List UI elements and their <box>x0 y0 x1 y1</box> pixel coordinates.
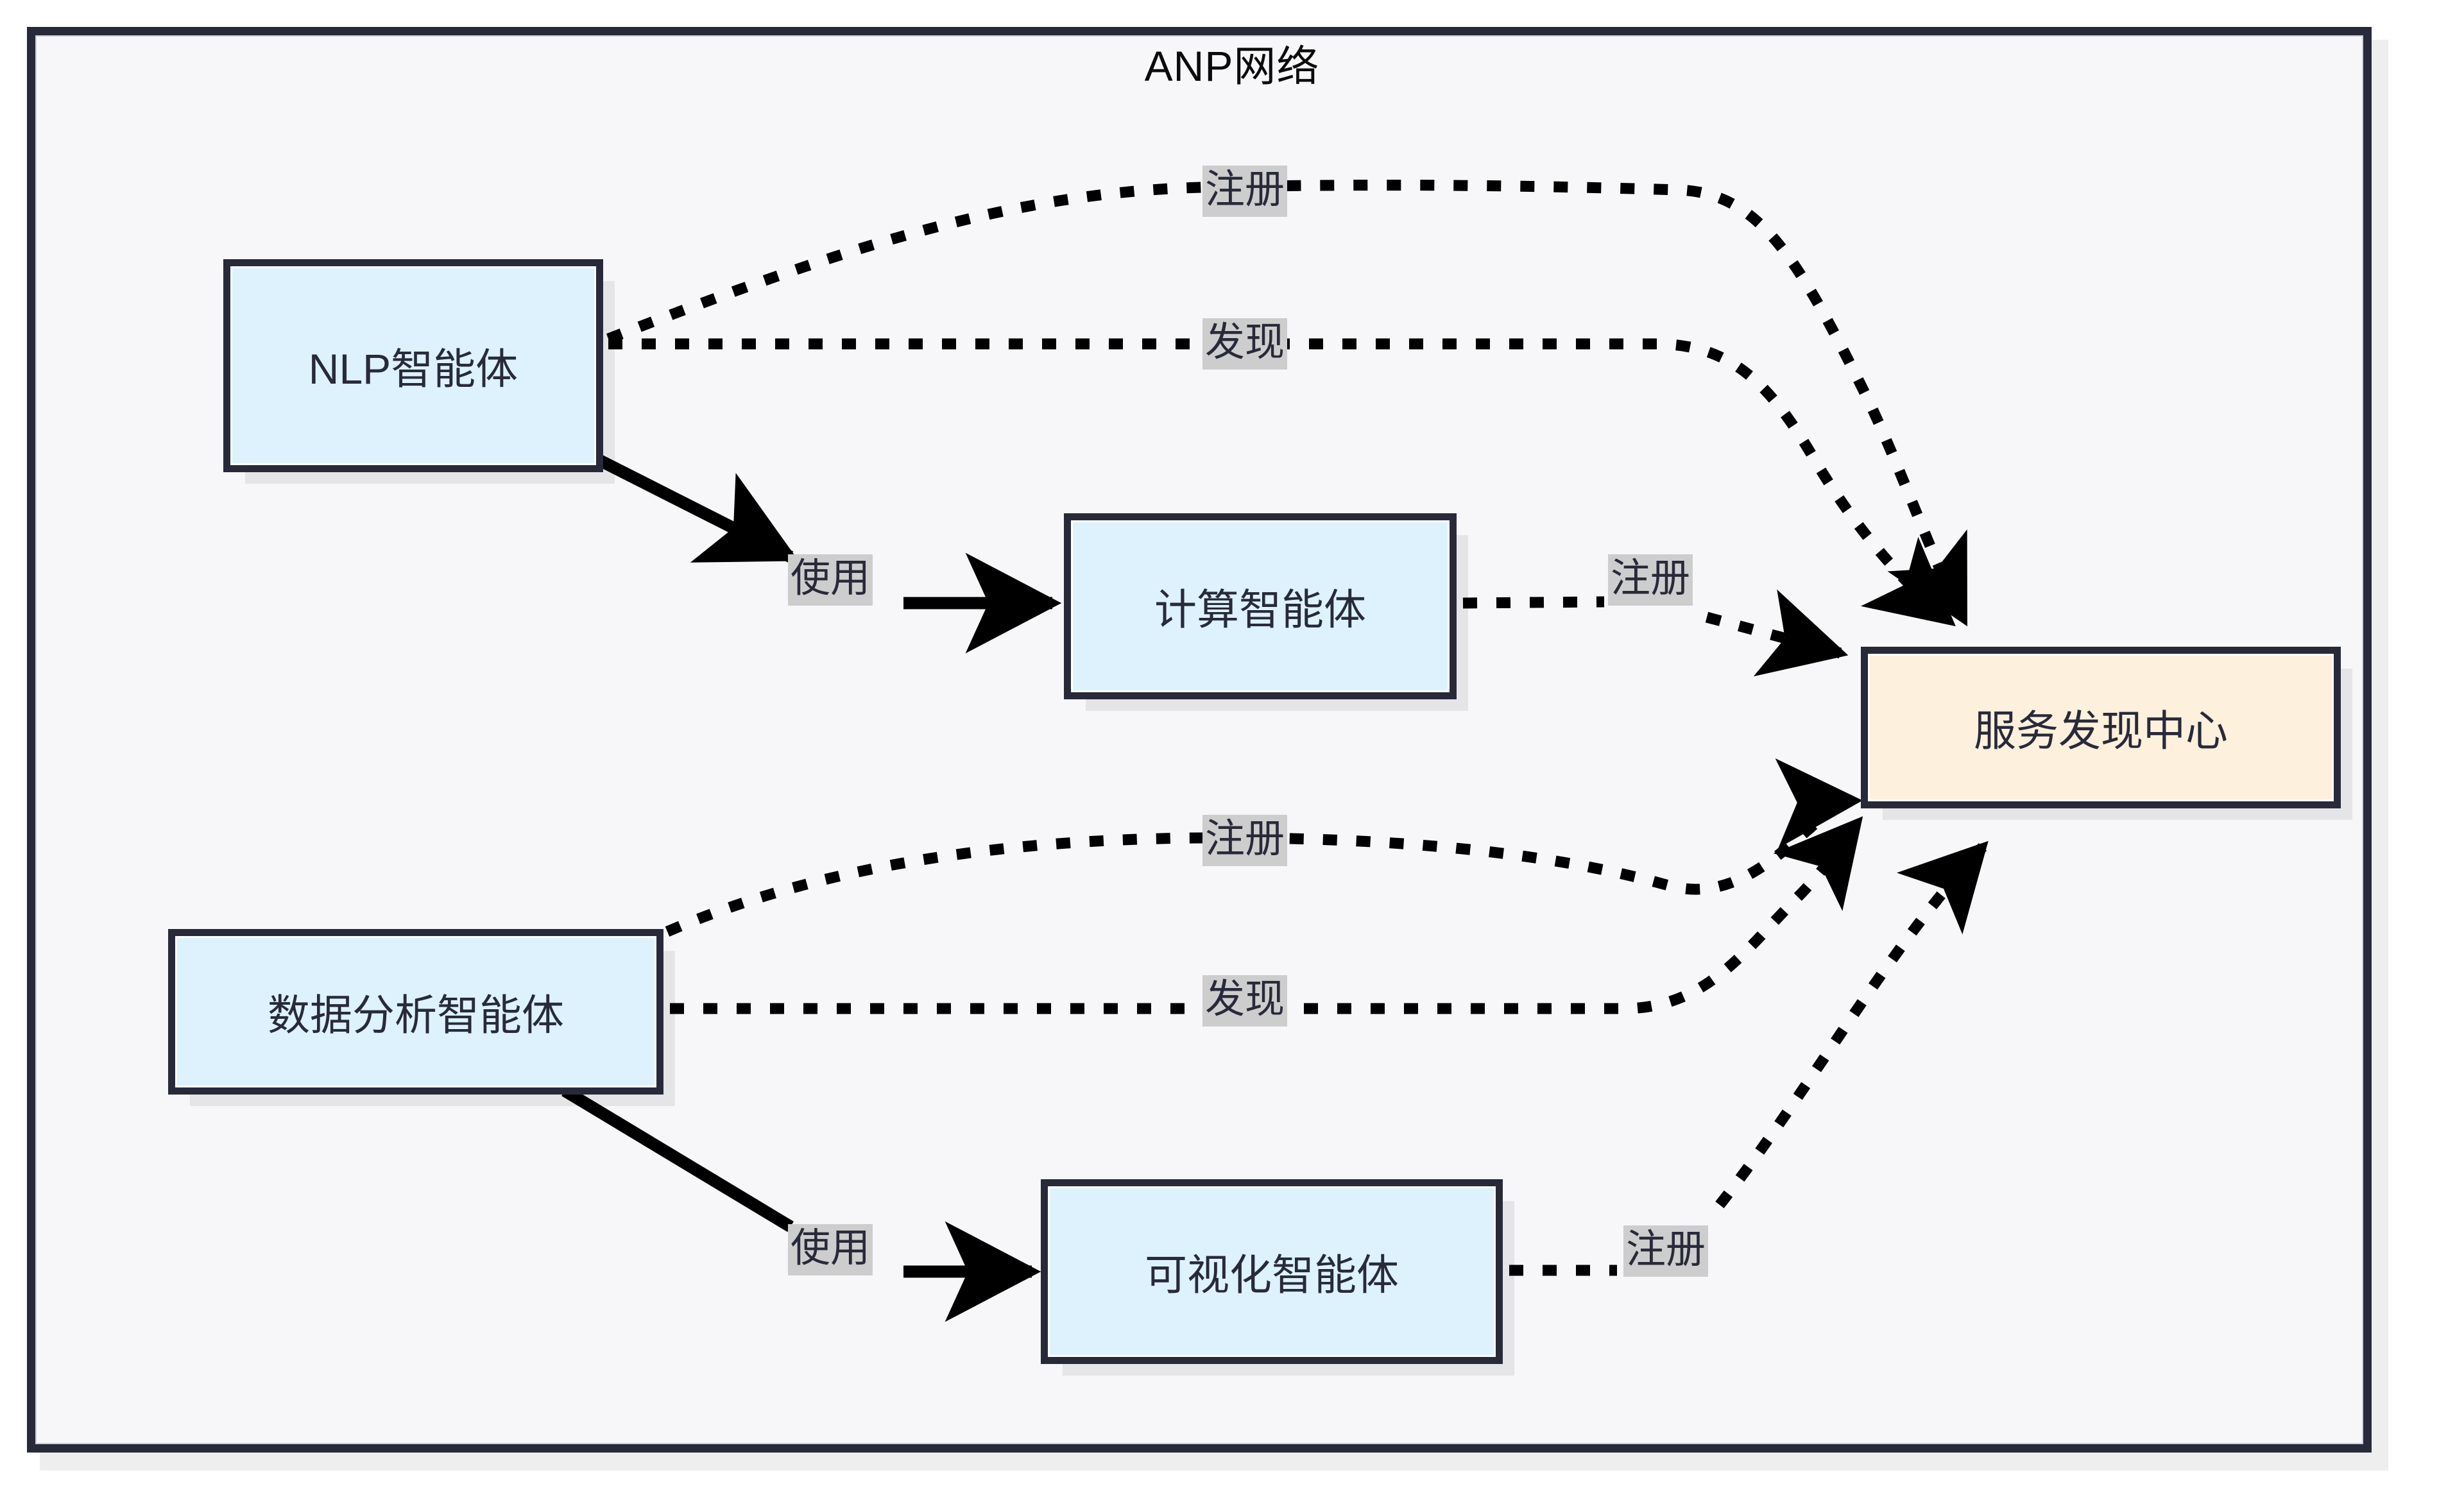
node-label: NLP智能体 <box>308 345 518 393</box>
edge-label-discover-1: 发现 <box>1202 318 1288 370</box>
edge-nlp-compute-use <box>574 443 799 563</box>
node-data-analysis-agent[interactable]: 数据分析智能体 <box>168 929 663 1095</box>
edge-label-use-2: 使用 <box>788 1224 873 1276</box>
edge-nlp-hub-discover <box>608 338 1956 627</box>
node-label: 可视化智能体 <box>1145 1251 1399 1299</box>
edge-label-discover-2: 发现 <box>1202 975 1288 1027</box>
node-nlp-agent[interactable]: NLP智能体 <box>223 259 603 472</box>
diagram-title: ANP网络 <box>1144 42 1320 90</box>
node-visualization-agent[interactable]: 可视化智能体 <box>1041 1179 1503 1364</box>
node-label: 计算智能体 <box>1154 586 1366 633</box>
node-label: 数据分析智能体 <box>268 991 564 1039</box>
edge-data-viz-use <box>561 1085 794 1232</box>
edge-label-use-1: 使用 <box>788 554 873 606</box>
edge-label-register-2: 注册 <box>1608 554 1693 606</box>
edge-label-register-3: 注册 <box>1202 815 1288 867</box>
edge-label-register-1: 注册 <box>1202 166 1288 217</box>
edge-viz-hub-register-tail <box>1715 840 1989 1209</box>
edge-nlp-hub-register <box>606 180 1969 627</box>
edge-compute-hub-register-tail <box>1705 589 1849 677</box>
edge-data-hub-register <box>665 758 1863 937</box>
edge-label-register-4: 注册 <box>1623 1225 1709 1277</box>
node-service-discovery-center[interactable]: 服务发现中心 <box>1861 647 2341 808</box>
node-label: 服务发现中心 <box>1974 707 2228 754</box>
edge-compute-hub-register <box>1462 596 1605 609</box>
node-compute-agent[interactable]: 计算智能体 <box>1064 513 1457 699</box>
